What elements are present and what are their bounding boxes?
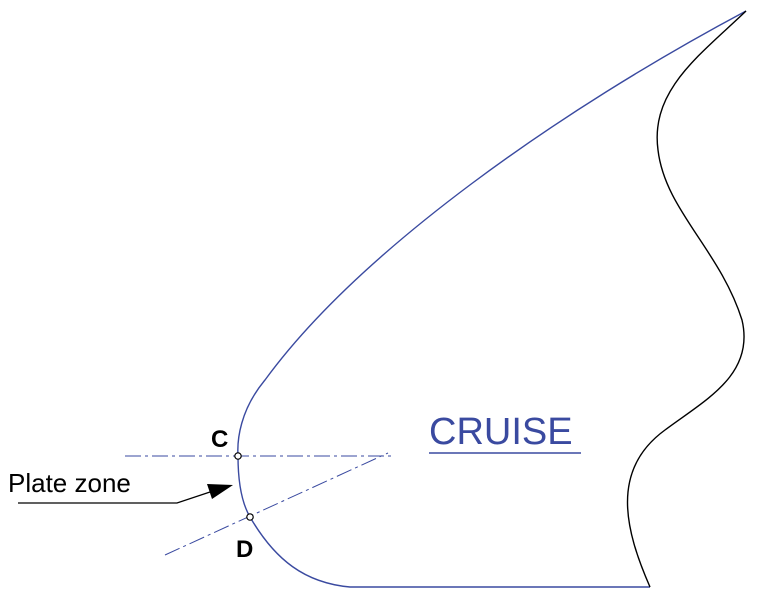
annotation-label: Plate zone <box>8 468 131 498</box>
annotation-leader-line <box>18 491 211 504</box>
annotation-arrowhead <box>207 484 233 499</box>
point-d-marker <box>246 513 254 521</box>
centerline-inclined <box>164 452 389 556</box>
outline-curve <box>237 10 747 588</box>
point-c-label: C <box>211 426 228 453</box>
trailing-edge-curve <box>626 10 747 588</box>
point-d-label: D <box>236 536 253 563</box>
section-label: CRUISE <box>429 411 573 453</box>
point-c-marker <box>234 452 242 460</box>
